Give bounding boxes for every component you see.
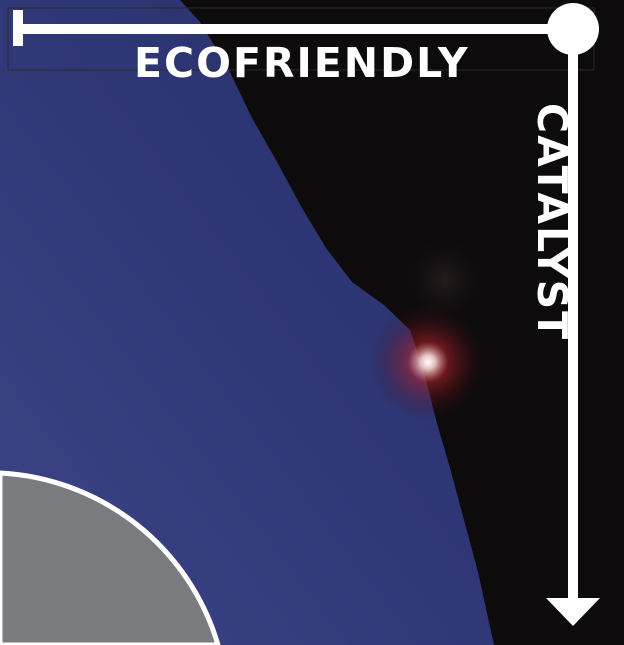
planet-blue-region [0, 0, 494, 645]
bar-end-icon [13, 10, 23, 46]
gray-moon [0, 470, 221, 645]
sun-flare [370, 304, 486, 420]
vertical-axis-label: CATALYST [528, 103, 576, 342]
filled-circle-icon [547, 3, 599, 55]
horizontal-axis-label: ECOFRIENDLY [134, 39, 470, 87]
lens-ghost [403, 238, 487, 322]
arrow-down-icon [546, 598, 600, 626]
